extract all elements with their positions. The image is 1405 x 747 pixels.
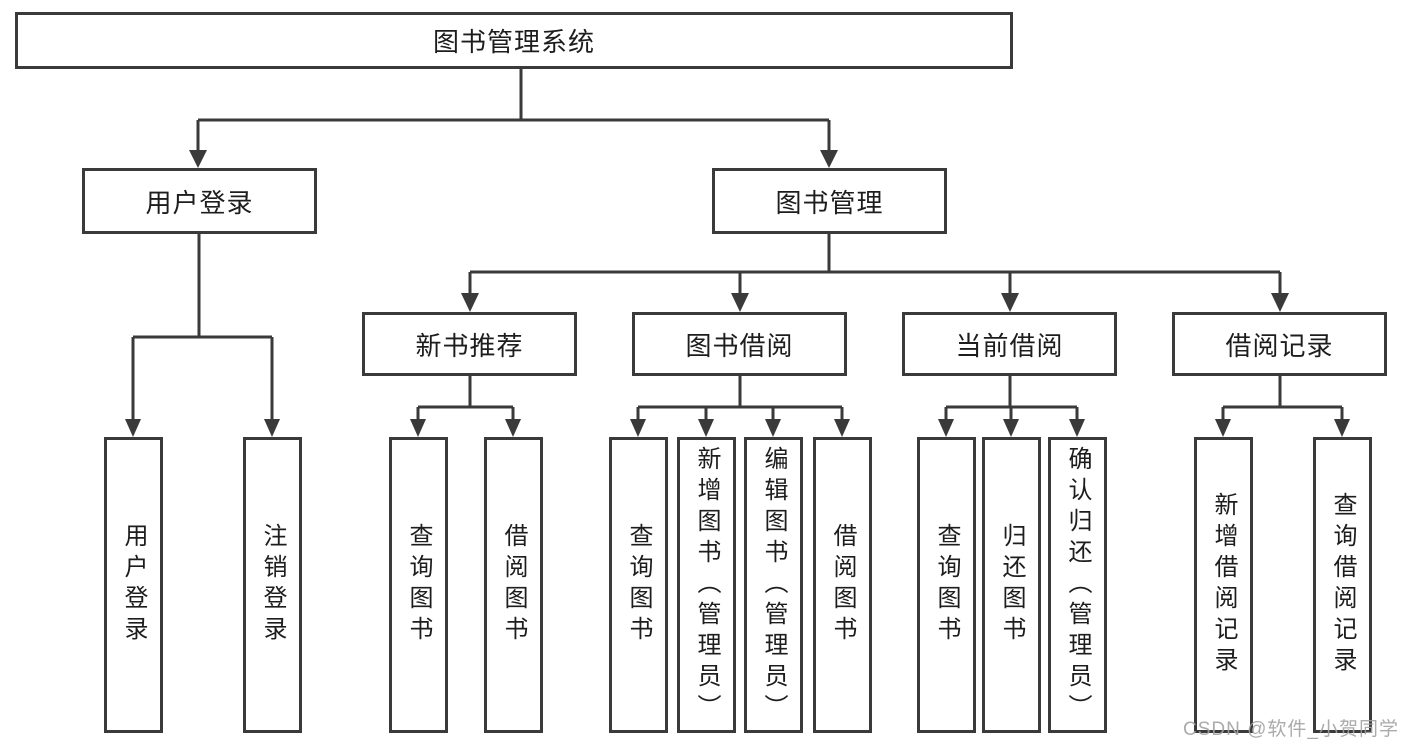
leaf-query-book-1: 查询图书 [389,437,448,733]
csdn-watermark: CSDN @软件_小贺同学 [1183,719,1399,740]
connector-book-borrow-to-leaves [636,375,844,422]
node-user-login: 用户登录 [82,168,317,234]
arrow-down-icon [698,419,714,437]
leaf-query-book-2: 查询图书 [609,437,668,733]
arrow-down-icon [834,419,850,437]
leaf-return-book: 归还图书 [982,437,1041,733]
arrow-down-icon [938,419,954,437]
connector-book-mgmt-to-level3 [468,233,1282,294]
arrow-down-icon [125,419,141,437]
node-root-system: 图书管理系统 [15,12,1013,69]
arrow-down-icon [731,293,749,312]
connector-root-to-level2 [196,68,831,151]
leaf-user-login: 用户登录 [104,437,163,733]
leaf-borrow-book-2: 借阅图书 [813,437,872,733]
leaf-query-book-3: 查询图书 [917,437,976,733]
connector-current-borrow-to-leaves [944,375,1079,422]
node-borrow-records: 借阅记录 [1172,312,1387,376]
arrow-down-icon [630,419,646,437]
leaf-logout: 注销登录 [243,437,302,733]
leaf-add-borrow-record: 新增借阅记录 [1194,437,1253,733]
arrow-down-icon [505,419,521,437]
leaf-borrow-book-1: 借阅图书 [484,437,543,733]
node-new-book-recommend: 新书推荐 [362,312,577,376]
arrow-down-icon [410,419,426,437]
leaf-query-borrow-record: 查询借阅记录 [1313,437,1372,733]
arrow-down-icon [820,150,838,168]
connector-user-login-to-leaves [131,233,274,422]
arrow-down-icon [1271,293,1289,312]
arrow-down-icon [1334,419,1350,437]
connector-borrow-records-to-leaves [1221,375,1344,422]
arrow-down-icon [1003,419,1019,437]
leaf-edit-book-admin: 编辑图书（管理员） [744,437,803,733]
arrow-down-icon [1215,419,1231,437]
arrow-down-icon [461,293,479,312]
node-current-borrow: 当前借阅 [902,312,1117,376]
node-book-borrow: 图书借阅 [632,312,847,376]
arrow-down-icon [1069,419,1085,437]
connector-new-book-to-leaves [416,375,515,422]
node-book-management: 图书管理 [712,168,947,234]
leaf-confirm-return-admin: 确认归还（管理员） [1048,437,1107,733]
arrow-down-icon [189,150,207,168]
arrow-down-icon [1001,293,1019,312]
leaf-add-book-admin: 新增图书（管理员） [677,437,736,733]
arrow-down-icon [765,419,781,437]
arrow-down-icon [264,419,280,437]
